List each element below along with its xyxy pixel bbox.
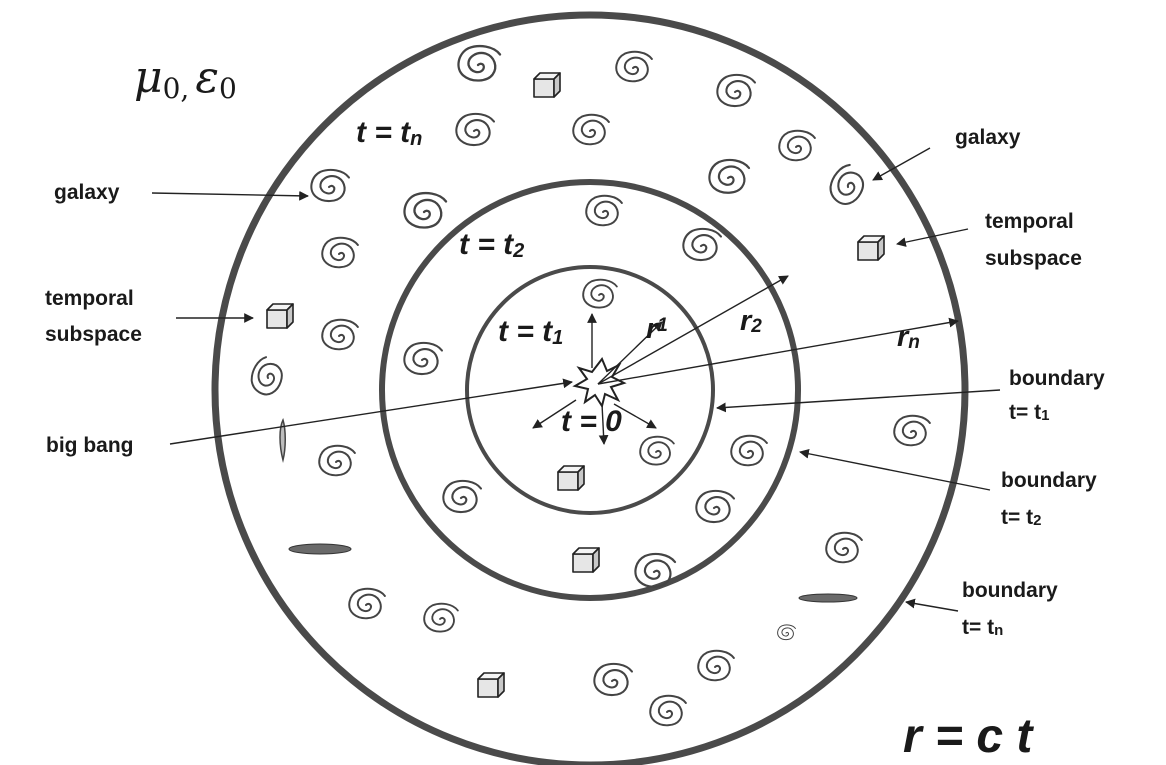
galaxy-icon xyxy=(697,649,735,682)
temporal-right-label-line2: subspace xyxy=(985,247,1082,270)
vacuum-constants: μ0,ε0 xyxy=(134,52,237,105)
boundary-1-time: t= t1 xyxy=(1009,401,1049,424)
galaxy-icon xyxy=(716,73,756,108)
time-label-t2: t = t2 xyxy=(459,228,524,262)
radius-arrow-rn xyxy=(597,317,959,385)
galaxy-icon xyxy=(823,160,872,211)
boundary-1-callout-arrow xyxy=(716,389,1001,413)
expansion-arrow-down xyxy=(598,403,609,445)
boundary-2-callout-arrow xyxy=(799,448,991,491)
radius-label-rn: rn xyxy=(897,321,920,353)
galaxy-icon xyxy=(649,694,687,727)
galaxy-left-callout-arrow xyxy=(151,190,309,201)
galaxy-icon xyxy=(582,278,618,309)
galaxy-icon xyxy=(730,434,768,467)
expansion-arrow-left xyxy=(532,399,577,429)
galaxy-icon xyxy=(457,44,502,82)
galaxy-icon xyxy=(777,624,796,641)
boundary-ring-n xyxy=(211,11,969,765)
radius-label-r1: r1 xyxy=(646,313,668,345)
temporal-right-callout-arrow xyxy=(896,228,969,247)
galaxy-icon xyxy=(695,489,735,524)
galaxy-icon xyxy=(593,662,633,697)
boundary-ring-2 xyxy=(379,179,801,601)
galaxy-icon xyxy=(778,129,816,162)
formula-r-equals-ct: r = c t xyxy=(903,710,1034,763)
big-bang-label: big bang xyxy=(46,434,134,457)
cube-icon xyxy=(533,72,561,98)
galaxy-icon xyxy=(321,318,359,351)
edge-on-galaxy-icon xyxy=(798,593,858,603)
boundary-ring-1 xyxy=(465,265,715,515)
galaxy-icon xyxy=(639,435,675,466)
galaxy-icon xyxy=(348,587,386,620)
galaxy-icon xyxy=(893,414,931,447)
edge-on-galaxy-icon xyxy=(288,543,352,555)
temporal-left-label-line2: subspace xyxy=(45,323,142,346)
galaxy-icon xyxy=(403,191,448,229)
galaxy-icon xyxy=(310,168,350,203)
boundary-1-label: boundary xyxy=(1009,367,1105,390)
galaxy-icon xyxy=(403,341,443,376)
galaxy-icon xyxy=(615,50,653,83)
boundary-n-callout-arrow xyxy=(905,598,959,612)
radius-label-r2: r2 xyxy=(740,305,762,337)
edge-on-galaxy-icon xyxy=(279,417,286,461)
galaxy-right-callout-arrow xyxy=(872,147,931,181)
expansion-arrow-right xyxy=(613,403,657,429)
temporal-left-label-line1: temporal xyxy=(45,287,134,310)
time-label-t0: t = 0 xyxy=(561,405,622,438)
galaxy-left-label: galaxy xyxy=(54,181,120,204)
cube-icon xyxy=(572,547,600,573)
galaxy-icon xyxy=(246,353,288,400)
galaxy-icon xyxy=(423,602,459,633)
galaxy-icon xyxy=(318,444,356,477)
galaxy-icon xyxy=(708,158,751,194)
galaxy-icon xyxy=(825,531,863,564)
big-bang-callout-arrow xyxy=(169,378,573,445)
galaxy-icon xyxy=(572,113,610,146)
galaxy-right-label: galaxy xyxy=(955,126,1021,149)
galaxy-icon xyxy=(321,236,359,269)
galaxy-icon xyxy=(442,479,482,514)
cube-icon xyxy=(557,465,585,491)
time-label-t1: t = t1 xyxy=(498,315,563,349)
boundary-2-label: boundary xyxy=(1001,469,1097,492)
boundary-2-time: t= t2 xyxy=(1001,506,1041,529)
radius-arrow-r1 xyxy=(597,321,663,385)
time-label-tn: t = tn xyxy=(356,116,422,150)
cube-icon xyxy=(477,672,505,698)
cube-icon xyxy=(857,235,885,261)
radius-arrow-r2 xyxy=(597,275,789,385)
cube-icon xyxy=(266,303,294,329)
boundary-n-label: boundary xyxy=(962,579,1058,602)
boundary-n-time: t= tn xyxy=(962,616,1003,639)
galaxy-icon xyxy=(682,227,722,262)
galaxy-icon xyxy=(455,112,495,147)
galaxy-icon xyxy=(585,194,623,227)
temporal-right-label-line1: temporal xyxy=(985,210,1074,233)
